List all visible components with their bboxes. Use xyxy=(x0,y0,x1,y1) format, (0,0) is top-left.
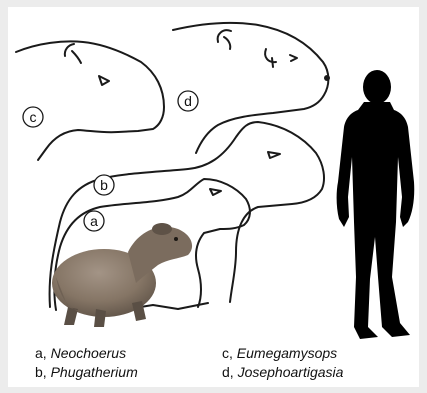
label-a: a xyxy=(84,211,104,231)
legend-letter: d xyxy=(222,364,230,380)
legend-species-name: Phugatherium xyxy=(51,364,138,380)
label-c-text: c xyxy=(30,109,37,125)
legend-letter: c xyxy=(222,345,229,361)
label-d: d xyxy=(178,91,198,111)
legend-letter: a xyxy=(35,345,43,361)
legend-separator: , xyxy=(230,364,238,380)
legend-separator: , xyxy=(229,345,237,361)
label-b: b xyxy=(94,175,114,195)
legend-species-name: Eumegamysops xyxy=(237,345,337,361)
size-comparison-diagram: c d b a xyxy=(8,7,419,387)
outline-c-eumegamysops xyxy=(16,41,164,160)
legend-item-a: a, Neochoerus xyxy=(35,345,126,361)
label-b-text: b xyxy=(100,177,108,193)
legend-item-c: c, Eumegamysops xyxy=(222,345,337,361)
label-d-text: d xyxy=(184,93,192,109)
label-c: c xyxy=(23,107,43,127)
legend-item-d: d, Josephoartigasia xyxy=(222,364,343,380)
capybara-photo-icon xyxy=(52,223,192,327)
legend-species-name: Josephoartigasia xyxy=(238,364,344,380)
legend-item-b: b, Phugatherium xyxy=(35,364,138,380)
label-a-text: a xyxy=(90,213,98,229)
legend-separator: , xyxy=(43,364,51,380)
legend-separator: , xyxy=(43,345,51,361)
human-silhouette-icon xyxy=(337,70,415,339)
legend-species-name: Neochoerus xyxy=(51,345,127,361)
legend-letter: b xyxy=(35,364,43,380)
size-comparison-figure: c d b a a, Neochoerus b, Phugatherium c,… xyxy=(8,7,419,387)
